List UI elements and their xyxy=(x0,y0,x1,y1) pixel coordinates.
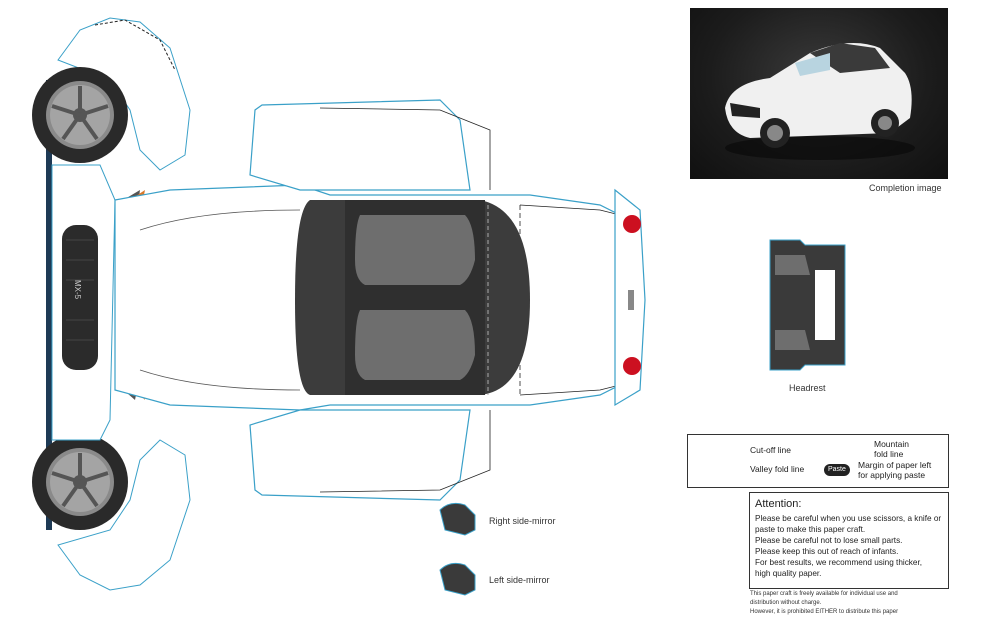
headrest-part xyxy=(769,239,846,371)
seat-left xyxy=(355,215,475,285)
legend-paste-label-1: Margin of paper left xyxy=(858,460,932,470)
tail-lamp-left-icon xyxy=(623,215,641,233)
legend-paste-label-2: for applying paste xyxy=(858,470,926,480)
attention-line: Please be careful not to lose small part… xyxy=(755,536,903,545)
fine-print-line: distribution without charge. xyxy=(750,600,822,606)
legend-cut-label: Cut-off line xyxy=(750,445,791,455)
attention-line: Please keep this out of reach of infants… xyxy=(755,547,899,556)
completion-photo xyxy=(690,8,948,179)
attention-line: paste to make this paper craft. xyxy=(755,525,866,534)
attention-title: Attention: xyxy=(755,498,802,510)
left-mirror-label: Left side-mirror xyxy=(489,575,550,585)
attention-line: For best results, we recommend using thi… xyxy=(755,558,922,567)
legend-mountain-label-2: fold line xyxy=(874,449,904,459)
tail-lamp-right-icon xyxy=(623,357,641,375)
seat-right xyxy=(355,310,475,380)
rear-end xyxy=(614,188,646,407)
attention-box: Attention: Please be careful when you us… xyxy=(749,492,949,589)
wheel-bottom xyxy=(32,434,128,530)
left-mirror-part xyxy=(439,562,476,596)
fine-print-line: This paper craft is freely available for… xyxy=(750,591,898,597)
wheel-top xyxy=(32,67,128,163)
attention-line: high quality paper. xyxy=(755,569,822,578)
fine-print-line: However, it is prohibited EITHER to dist… xyxy=(750,609,899,615)
soft-top xyxy=(295,200,530,395)
legend-mountain-label-1: Mountain xyxy=(874,439,909,449)
mx5-badge: MX-5 xyxy=(73,280,82,300)
front-wheel-arch-bottom xyxy=(57,439,191,591)
right-mirror-part xyxy=(439,502,476,536)
attention-line: Please be careful when you use scissors,… xyxy=(755,514,942,523)
headrest-label: Headrest xyxy=(789,383,826,393)
legend-valley-label: Valley fold line xyxy=(750,464,805,474)
chassis-strip xyxy=(46,80,52,530)
paste-badge: Paste xyxy=(824,464,850,476)
right-mirror-label: Right side-mirror xyxy=(489,516,556,526)
line-legend: Cut-off line Mountain fold line Valley f… xyxy=(687,434,949,488)
photo-caption: Completion image xyxy=(869,183,942,193)
